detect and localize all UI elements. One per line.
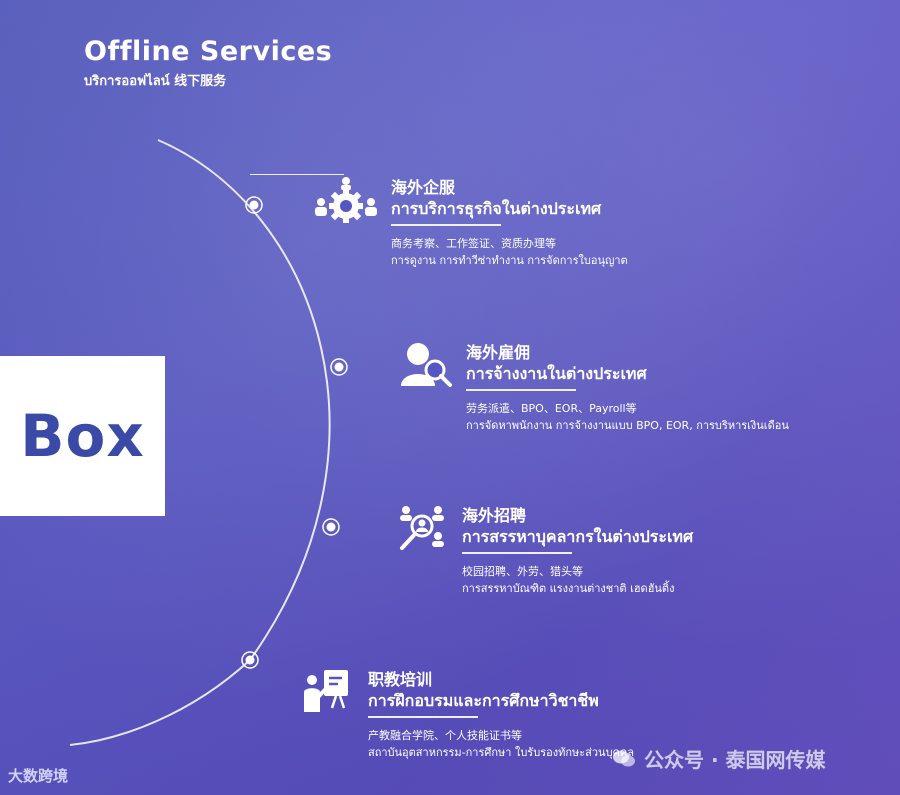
- service-desc-cn: 产教融合学院、个人技能证书等: [368, 729, 522, 742]
- watermark-logo: 大数跨境: [8, 765, 68, 786]
- title-underline: [462, 552, 572, 554]
- title-underline: [466, 389, 576, 391]
- box-label: Box: [20, 402, 145, 470]
- watermark-logo-text: 大数跨境: [8, 767, 69, 785]
- service-desc-cn: 劳务派遣、BPO、EOR、Payroll等: [466, 402, 637, 415]
- timeline-node: [330, 358, 348, 376]
- service-title-th: การฝึกอบรมและการศึกษาวิชาชีพ: [368, 691, 599, 710]
- title-underline: [391, 224, 501, 226]
- service-desc-cn: 校园招聘、外劳、猎头等: [462, 565, 583, 578]
- service-title-cn: 海外招聘: [462, 506, 527, 525]
- watermark-account-text: 公众号 · 泰国网传媒: [644, 748, 826, 772]
- page-subtitle: บริการออฟไลน์ 线下服务: [84, 74, 227, 89]
- service-title-cn: 职教培训: [368, 670, 433, 689]
- timeline-node: [322, 518, 340, 536]
- service-title-th: การจ้างงานในต่างประเทศ: [466, 364, 647, 383]
- title-underline: [368, 716, 478, 718]
- wechat-icon: [613, 750, 635, 766]
- service-desc-cn: 商务考察、工作签证、资质办理等: [391, 237, 556, 250]
- service-desc-th: การจัดหาพนักงาน การจ้างงานแบบ BPO, EOR, …: [466, 419, 789, 432]
- service-desc-th: การสรรหาบัณฑิต แรงงานต่างชาติ เฮดฮันติ้ง: [462, 582, 675, 595]
- service-desc-th: การดูงาน การทำวีซ่าทำงาน การจัดการใบอนุญ…: [391, 254, 628, 267]
- user-search-icon: [401, 343, 452, 387]
- recruitment-icon: [400, 506, 444, 550]
- training-board-icon: [304, 670, 348, 712]
- team-gear-icon: [315, 177, 377, 223]
- divider-line: [250, 174, 344, 175]
- watermark-account: 公众号 · 泰国网传媒: [612, 744, 826, 773]
- timeline-node: [241, 651, 259, 669]
- service-title-cn: 海外企服: [391, 178, 456, 197]
- service-title-th: การบริการธุรกิจในต่างประเทศ: [391, 199, 602, 218]
- service-desc-th: สถาบันอุตสาหกรรม-การศึกษา ใบรับรองทักษะส…: [368, 746, 635, 759]
- page-title: Offline Services: [84, 36, 333, 67]
- service-title-th: การสรรหาบุคลากรในต่างประเทศ: [462, 527, 694, 546]
- header: Offline Services บริการออฟไลน์ 线下服务: [84, 36, 332, 91]
- box-panel: Box: [0, 356, 165, 516]
- timeline-node: [245, 196, 263, 214]
- service-title-cn: 海外雇佣: [466, 343, 531, 362]
